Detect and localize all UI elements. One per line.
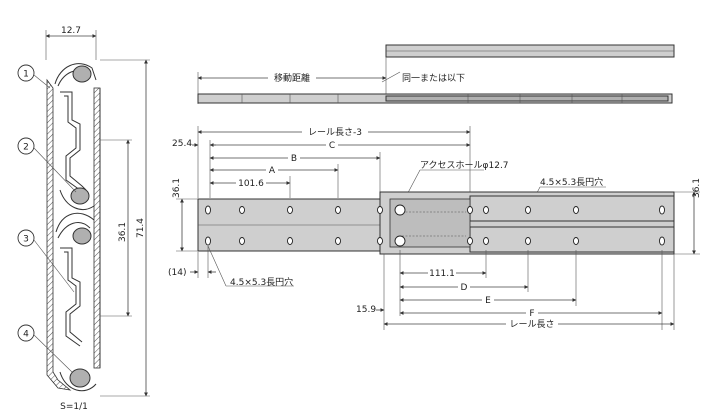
- dim-d-label: D: [461, 283, 468, 293]
- outer-rail-section: [46, 78, 72, 391]
- mount-hole: [525, 206, 531, 214]
- cross-section-view: 12.7 36.1 71.4 1: [17, 26, 150, 412]
- dim-a-label: A: [269, 166, 276, 176]
- inner-upper-strip: [469, 195, 675, 222]
- mount-hole: [335, 237, 341, 245]
- mount-hole: [483, 237, 489, 245]
- access-hole: [394, 204, 406, 216]
- mount-hole: [525, 237, 531, 245]
- dim-e-label: E: [485, 296, 491, 306]
- dim-c-label: C: [329, 141, 335, 151]
- access-hole: [394, 235, 406, 247]
- slot-hole: [205, 205, 211, 215]
- rail-length-label: レール長さ: [509, 319, 554, 330]
- travel-label: 移動距離: [274, 72, 310, 84]
- mount-hole: [573, 206, 579, 214]
- callout-circle-4: [17, 324, 35, 342]
- mount-hole: [573, 237, 579, 245]
- same-or-less-label: 同一または以下: [402, 73, 465, 84]
- mount-hole: [287, 237, 293, 245]
- slot-hole: [659, 205, 665, 215]
- mount-hole: [335, 206, 341, 214]
- access-hole-label: アクセスホールφ12.7: [420, 160, 509, 171]
- callout-circle-2: [17, 137, 35, 155]
- mount-hole: [239, 206, 245, 214]
- rail-length-minus-3-label: レール長さ-3: [308, 127, 362, 138]
- mount-hole: [483, 206, 489, 214]
- dim-101-6-label: 101.6: [238, 179, 264, 189]
- callout-circle-3: [17, 229, 35, 247]
- callout-2: 2: [23, 143, 29, 153]
- callout-circle-1: [17, 64, 35, 82]
- bottom-ball: [69, 368, 91, 388]
- dim-b-label: B: [291, 154, 297, 164]
- slot-right-label: 4.5×5.3長円穴: [540, 176, 603, 188]
- dim-14-label: (14): [168, 268, 186, 278]
- dim-section-71-4: 71.4: [136, 218, 146, 238]
- top-ball: [72, 65, 92, 83]
- mount-hole: [377, 206, 383, 214]
- dim-f-label: F: [529, 309, 534, 319]
- top-view-inner-member: [385, 95, 669, 102]
- slot-left-label: 4.5×5.3長円穴: [230, 276, 293, 288]
- slot-hole: [659, 236, 665, 246]
- dim-width-label: 12.7: [61, 26, 81, 36]
- scale-label: S=1/1: [60, 402, 88, 412]
- dim-111-1-label: 111.1: [429, 269, 455, 279]
- dim-15-9-label: 15.9: [356, 305, 376, 315]
- mid-ball-upper: [70, 187, 90, 205]
- mount-hole: [239, 237, 245, 245]
- mount-hole: [467, 237, 473, 245]
- mid-ball-lower: [72, 227, 92, 245]
- callout-1: 1: [23, 70, 29, 80]
- slot-hole: [205, 236, 211, 246]
- dim-36-1-left: 36.1: [172, 178, 182, 198]
- dim-section-36-1: 36.1: [118, 222, 128, 242]
- inner-lower-strip: [469, 226, 675, 253]
- top-view-extended: 移動距離 同一または以下: [197, 44, 675, 104]
- callout-4: 4: [23, 330, 29, 340]
- callout-3: 3: [23, 235, 29, 245]
- dim-36-1-right: 36.1: [692, 178, 702, 198]
- inner-member-section: [93, 87, 101, 369]
- side-view: レール長さ-3 25.4 C B A 101.6 アクセスホールφ12.7 4.…: [168, 126, 702, 330]
- mount-hole: [467, 206, 473, 214]
- mount-hole: [287, 206, 293, 214]
- dim-25-4-label: 25.4: [172, 139, 192, 149]
- mount-hole: [377, 237, 383, 245]
